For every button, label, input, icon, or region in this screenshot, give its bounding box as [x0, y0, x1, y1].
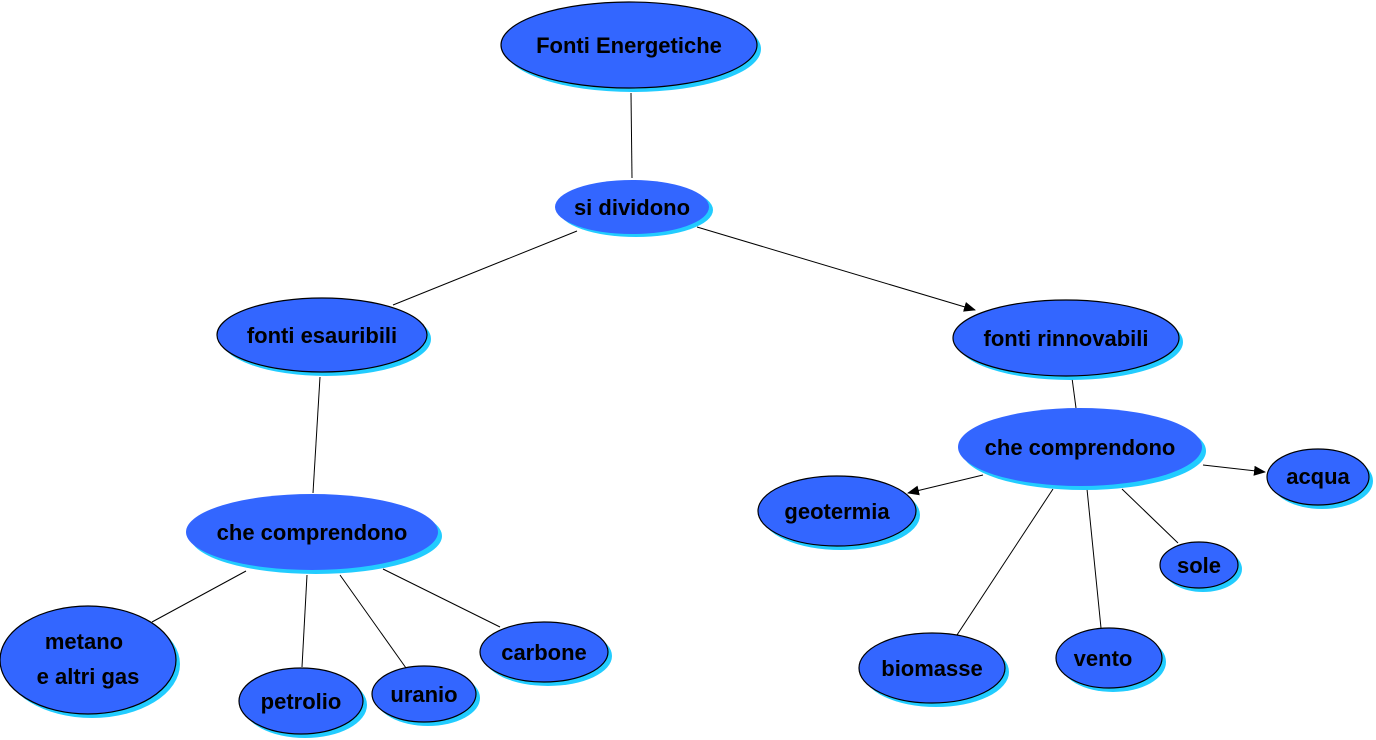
edge-includes-carbone	[382, 568, 501, 628]
node-renewable[interactable]: fonti rinnovabili	[952, 299, 1183, 380]
edge-exhaustible-includes	[312, 376, 321, 494]
node-label: si dividono	[574, 195, 690, 220]
edge-root-divide	[630, 92, 633, 179]
node-label: uranio	[390, 682, 457, 707]
node-uranio[interactable]: uranio	[371, 665, 480, 726]
node-metano[interactable]: metano e altri gas	[0, 605, 180, 718]
node-petrolio[interactable]: petrolio	[238, 667, 367, 738]
edge-includes-geotermia	[907, 474, 984, 496]
edge-includes-uranio	[339, 574, 407, 669]
node-carbone[interactable]: carbone	[479, 621, 612, 686]
node-geotermia[interactable]: geotermia	[757, 475, 920, 550]
edge-includes-acqua	[1202, 464, 1266, 476]
node-label: che comprendono	[217, 520, 408, 545]
edge-includes-sole	[1121, 488, 1179, 544]
node-label: acqua	[1286, 464, 1350, 489]
node-exhaustible[interactable]: fonti esauribili	[216, 297, 431, 376]
edge-includes-petrolio	[301, 574, 308, 668]
node-label: fonti esauribili	[247, 323, 397, 348]
edge-renewable-includes	[1071, 377, 1077, 409]
node-label: biomasse	[881, 656, 983, 681]
node-label: e altri gas	[37, 664, 140, 689]
node-divide[interactable]: si dividono	[555, 180, 713, 237]
node-root[interactable]: Fonti Energetiche	[500, 1, 761, 92]
node-exhaustible-includes[interactable]: che comprendono	[186, 494, 442, 574]
node-label: metano	[45, 629, 123, 654]
node-label: che comprendono	[985, 435, 1176, 460]
edge-divide-exhaustible	[392, 230, 578, 306]
node-label: petrolio	[261, 689, 342, 714]
edge-includes-biomasse	[954, 488, 1054, 639]
edge-includes-metano	[151, 570, 247, 623]
node-label: Fonti Energetiche	[536, 33, 722, 58]
node-label: sole	[1177, 553, 1221, 578]
node-renewable-includes[interactable]: che comprendono	[958, 408, 1206, 490]
node-vento[interactable]: vento	[1055, 627, 1166, 692]
edge-divide-renewable	[696, 226, 976, 312]
node-label: fonti rinnovabili	[984, 326, 1149, 351]
edges	[151, 92, 1266, 669]
node-label: vento	[1074, 646, 1133, 671]
edge-includes-vento	[1086, 488, 1102, 629]
node-sole[interactable]: sole	[1159, 541, 1242, 592]
node-label: carbone	[501, 640, 587, 665]
node-biomasse[interactable]: biomasse	[858, 632, 1009, 707]
node-acqua[interactable]: acqua	[1266, 448, 1373, 509]
node-label: geotermia	[784, 499, 890, 524]
